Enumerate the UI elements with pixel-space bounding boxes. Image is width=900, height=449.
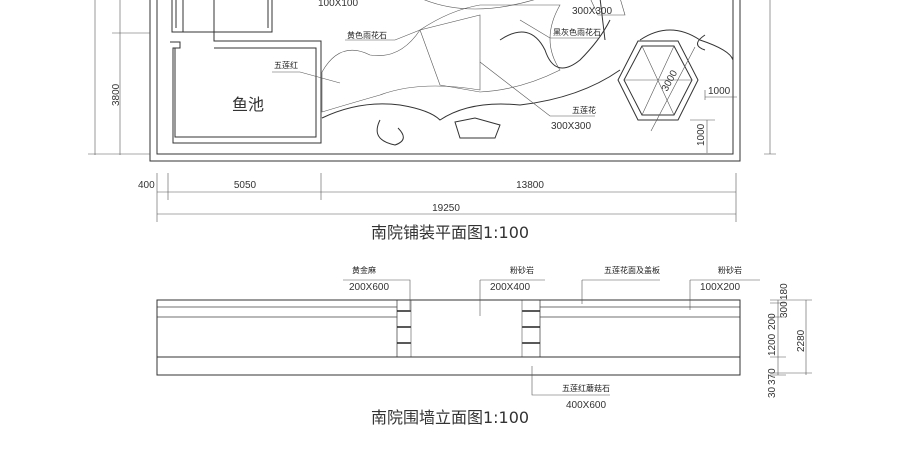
dim-400: 400 <box>138 180 155 191</box>
height-dimension: 3800 <box>111 83 122 106</box>
label-size: 100X100 <box>318 0 358 9</box>
mushroom-stone-base <box>156 356 741 376</box>
dim-line <box>764 0 776 155</box>
label-coping: 五莲花面及盖板 <box>604 265 660 275</box>
wave-edge <box>321 69 621 121</box>
path-edge <box>599 0 606 41</box>
grid-paving <box>419 4 561 93</box>
plan-title: 南院铺装平面图1:100 <box>371 223 529 242</box>
leader-line <box>689 279 760 310</box>
dim-13800: 13800 <box>516 180 544 191</box>
sandstone-wall <box>539 316 741 358</box>
pond-label: 鱼池 <box>232 95 264 114</box>
sandstone-wall <box>156 316 398 358</box>
wave-curl <box>376 119 404 146</box>
label-size: 300X300 <box>572 6 612 17</box>
wave-curl <box>499 19 611 69</box>
dim-line <box>88 0 150 155</box>
dim-value: 1200 <box>767 333 778 356</box>
fish-pond <box>170 0 322 144</box>
panel-edge <box>410 300 523 357</box>
wave-curl <box>639 29 734 61</box>
wall-elevation: 黄金麻 200X600 粉砂岩 200X400 五莲花面及盖板 粉砂岩 100X… <box>156 265 812 427</box>
dim-line <box>704 90 737 100</box>
leader-line <box>343 279 411 311</box>
leader-line <box>479 279 545 316</box>
coping-band <box>539 299 741 308</box>
dim-total: 19250 <box>432 203 460 214</box>
dim-line <box>690 119 715 153</box>
dim-5050: 5050 <box>234 180 257 191</box>
label-wulian-red: 五莲红 <box>274 60 298 70</box>
offset-dimension: 1000 <box>708 86 731 97</box>
structure-outline <box>171 0 273 33</box>
sandstone-band <box>156 306 398 318</box>
label-size: 100X200 <box>700 282 740 293</box>
paving-plan: 鱼池 3000 1000 1000 100X100 黄色雨花石 五莲红 300X… <box>88 0 776 242</box>
label-size: 200X600 <box>349 282 389 293</box>
dim-value: 180 <box>779 283 790 300</box>
dim-line <box>156 173 737 222</box>
wall-outline <box>156 299 741 376</box>
leader-line <box>519 19 598 39</box>
leader-line <box>479 61 595 117</box>
label-wulian-flower: 五莲花 <box>572 105 596 115</box>
dim-value: 30 <box>767 386 778 398</box>
dim-value: 370 <box>767 368 778 385</box>
sandstone-band <box>539 306 741 318</box>
label-dark-stone: 黑灰色雨花石 <box>553 27 601 37</box>
label-sandstone-b: 粉砂岩 <box>718 265 742 275</box>
label-sandstone-a: 粉砂岩 <box>510 265 534 275</box>
granite-strips <box>397 310 540 344</box>
label-size: 200X400 <box>490 282 530 293</box>
dim-total: 2280 <box>796 329 807 352</box>
elevation-title: 南院围墙立面图1:100 <box>371 408 529 427</box>
offset-dimension: 1000 <box>696 123 707 146</box>
label-size: 300X300 <box>551 121 591 132</box>
label-granite: 黄金麻 <box>352 265 376 275</box>
label-mushroom: 五莲红蘑菇石 <box>562 383 610 393</box>
center-sandstone-panel <box>396 299 541 358</box>
weave-paving-small <box>590 0 626 16</box>
leader-line <box>531 366 610 396</box>
wulian-red-paving <box>321 14 481 113</box>
dim-line <box>770 299 812 376</box>
dim-value: 300 <box>779 301 790 318</box>
plan-outer-border <box>149 0 741 162</box>
leader-line <box>272 71 341 84</box>
coping-band <box>156 299 398 308</box>
leader-line <box>581 279 660 304</box>
leader-line <box>345 29 421 41</box>
label-yellow-stone: 黄色雨花石 <box>347 30 387 40</box>
rock <box>454 117 501 139</box>
plan-inner-border <box>156 0 734 155</box>
hexagon-pavilion: 3000 <box>617 40 699 132</box>
dark-pebble-area <box>424 0 535 10</box>
label-size: 400X600 <box>566 400 606 411</box>
dim-value: 200 <box>767 313 778 330</box>
